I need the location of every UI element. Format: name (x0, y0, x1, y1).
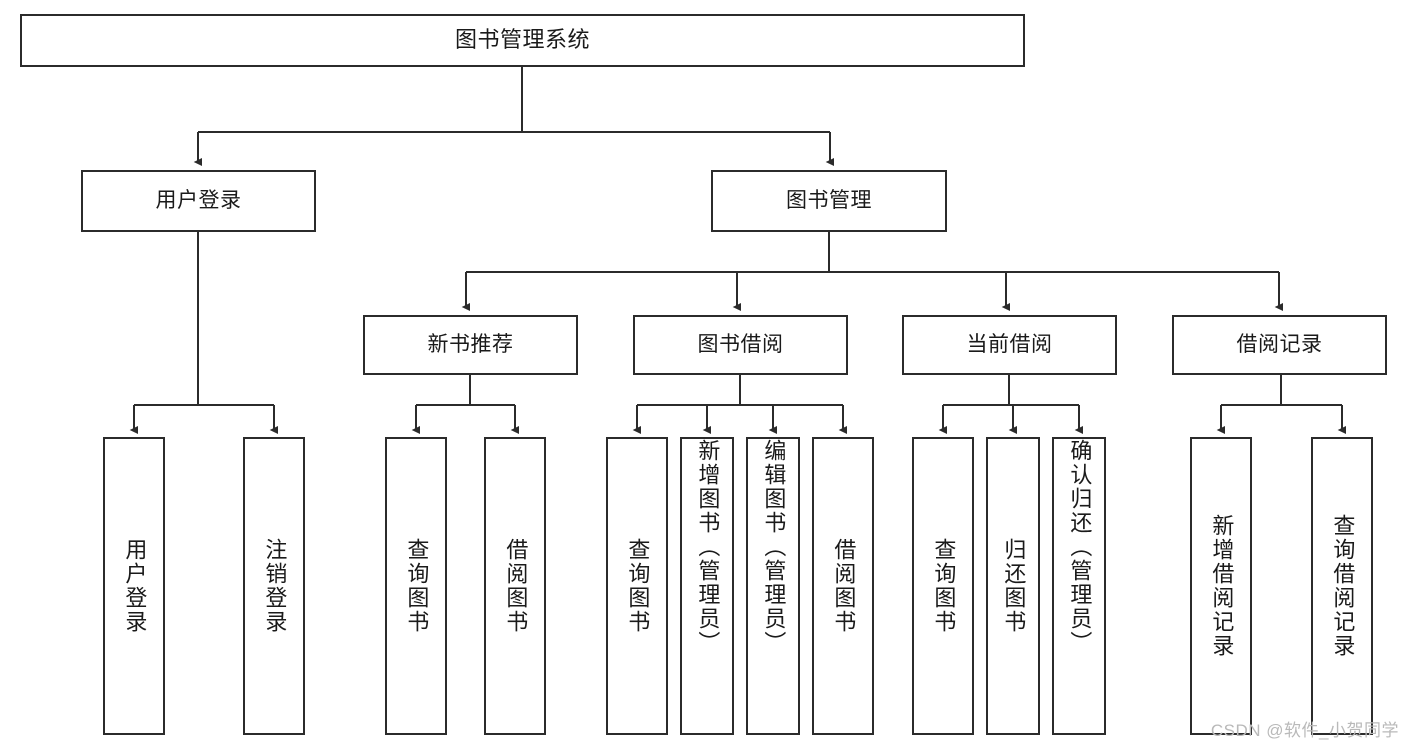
node-book-manage-label: 图书管理 (786, 189, 872, 213)
node-current-borrow[interactable]: 当前借阅 (902, 315, 1117, 375)
node-book-borrow-label: 图书借阅 (697, 333, 784, 357)
node-leaf-query-book-3[interactable]: 查询图书 (912, 437, 974, 735)
node-leaf-return-book[interactable]: 归还图书 (986, 437, 1040, 735)
node-book-borrow[interactable]: 图书借阅 (633, 315, 848, 375)
node-leaf-confirm-return-label: 确认归还（管理员） (1067, 439, 1093, 655)
node-leaf-borrow-book-1[interactable]: 借阅图书 (484, 437, 546, 735)
node-user-login-label: 用户登录 (155, 189, 242, 213)
csdn-watermark: CSDN @软件_小贺同学 (1210, 721, 1399, 740)
node-leaf-query-book-1-label: 查询图书 (404, 538, 430, 634)
node-new-book-rec-label: 新书推荐 (427, 333, 514, 357)
node-leaf-return-book-label: 归还图书 (1001, 538, 1027, 634)
node-leaf-add-book[interactable]: 新增图书（管理员） (680, 437, 734, 735)
node-leaf-user-login[interactable]: 用户登录 (103, 437, 165, 735)
node-new-book-rec[interactable]: 新书推荐 (363, 315, 578, 375)
node-borrow-record[interactable]: 借阅记录 (1172, 315, 1387, 375)
node-leaf-query-book-2-label: 查询图书 (625, 538, 651, 634)
node-leaf-add-book-label: 新增图书（管理员） (695, 439, 721, 655)
node-leaf-logout-label: 注销登录 (262, 538, 288, 634)
node-leaf-confirm-return[interactable]: 确认归还（管理员） (1052, 437, 1106, 735)
node-leaf-query-book-3-label: 查询图书 (931, 538, 957, 634)
node-leaf-borrow-book-1-label: 借阅图书 (503, 538, 529, 634)
node-current-borrow-label: 当前借阅 (966, 333, 1053, 357)
node-leaf-query-book-1[interactable]: 查询图书 (385, 437, 447, 735)
node-leaf-edit-book-label: 编辑图书（管理员） (761, 439, 787, 655)
node-borrow-record-label: 借阅记录 (1236, 333, 1323, 357)
node-root-system-label: 图书管理系统 (454, 27, 590, 53)
node-leaf-borrow-book-2[interactable]: 借阅图书 (812, 437, 874, 735)
node-leaf-user-login-label: 用户登录 (122, 538, 148, 634)
node-book-manage[interactable]: 图书管理 (711, 170, 947, 232)
node-leaf-borrow-book-2-label: 借阅图书 (831, 538, 857, 634)
node-leaf-add-record-label: 新增借阅记录 (1209, 514, 1235, 658)
node-root-system[interactable]: 图书管理系统 (20, 14, 1025, 67)
node-leaf-query-book-2[interactable]: 查询图书 (606, 437, 668, 735)
node-leaf-edit-book[interactable]: 编辑图书（管理员） (746, 437, 800, 735)
node-leaf-logout[interactable]: 注销登录 (243, 437, 305, 735)
node-leaf-add-record[interactable]: 新增借阅记录 (1190, 437, 1252, 735)
node-user-login[interactable]: 用户登录 (81, 170, 316, 232)
node-leaf-query-record[interactable]: 查询借阅记录 (1311, 437, 1373, 735)
node-leaf-query-record-label: 查询借阅记录 (1330, 514, 1356, 658)
